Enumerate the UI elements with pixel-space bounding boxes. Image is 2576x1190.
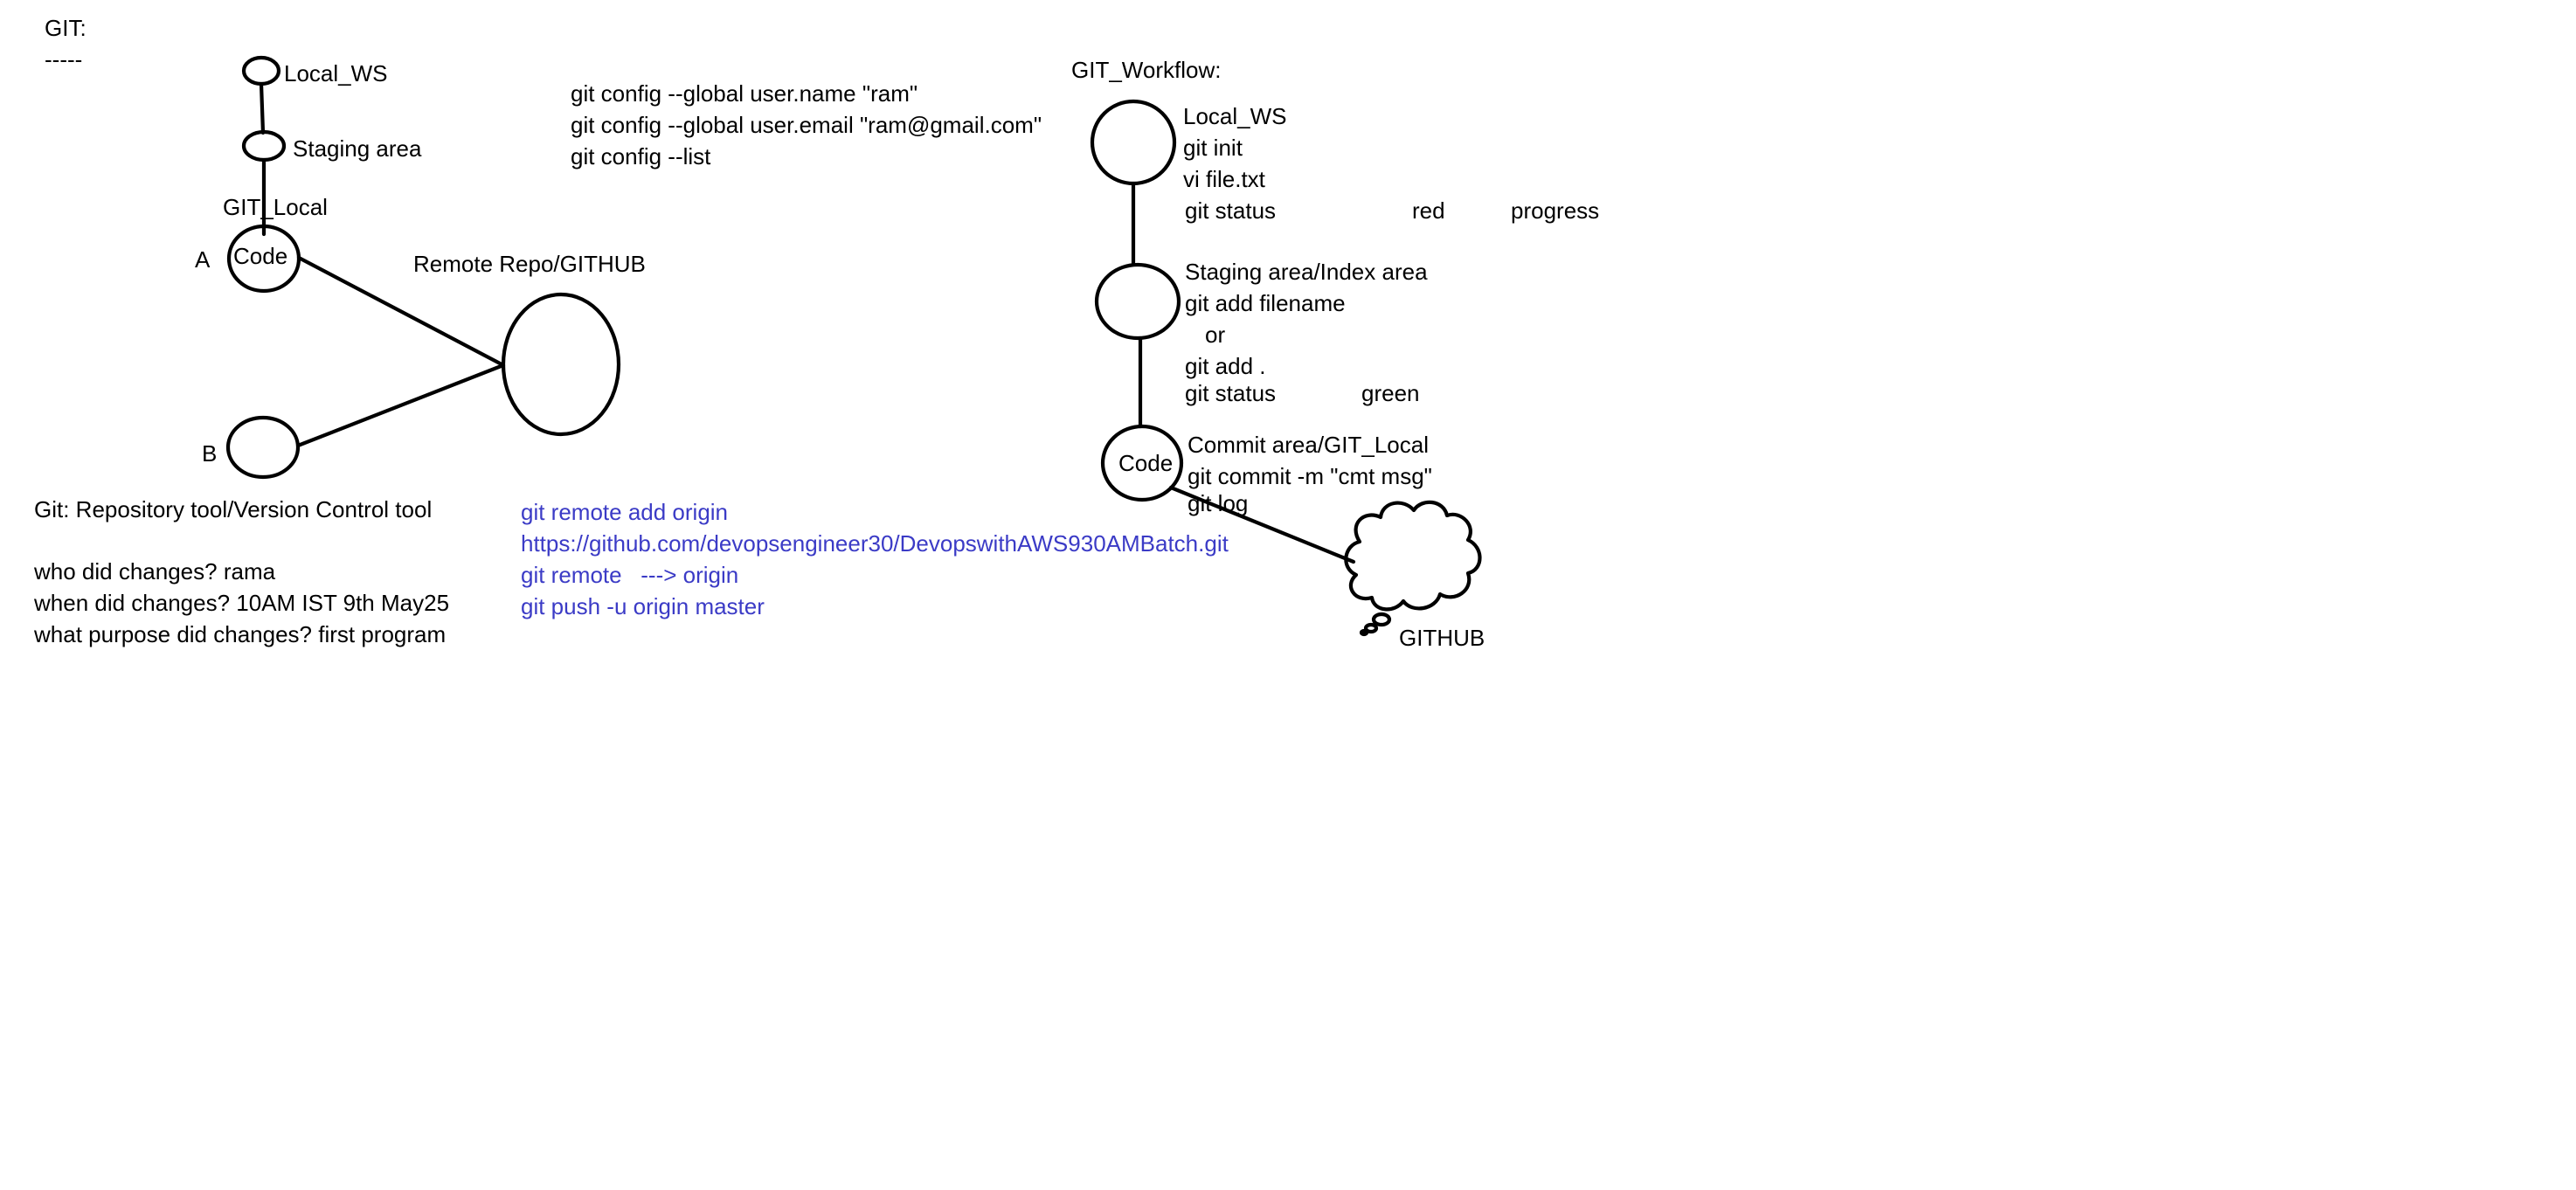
code-node-label: Code — [233, 243, 287, 269]
workflow-command: git status — [1185, 197, 1276, 224]
remote-repo-label: Remote Repo/GITHUB — [413, 251, 646, 277]
status-red-note: red — [1412, 197, 1445, 224]
workflow-command: git add filename — [1185, 290, 1346, 316]
config-line: git config --global user.name "ram" — [571, 80, 918, 107]
workflow-command: git add . — [1185, 353, 1266, 379]
config-line: git config --list — [571, 143, 711, 170]
note-line: when did changes? 10AM IST 9th May25 — [33, 590, 449, 616]
note-line: what purpose did changes? first program — [33, 621, 446, 647]
workflow-command: git status — [1185, 380, 1276, 406]
note-line: who did changes? rama — [33, 558, 276, 585]
workflow-command: git log — [1188, 490, 1248, 516]
workflow-local-ws-label: Local_WS — [1183, 103, 1287, 129]
github-label: GITHUB — [1399, 625, 1485, 651]
github-cloud-icon — [1344, 500, 1482, 612]
workflow-commit-node-label: Code — [1118, 450, 1173, 476]
git-definition: Git: Repository tool/Version Control too… — [34, 496, 432, 522]
workflow-title: GIT_Workflow: — [1071, 57, 1221, 83]
staging-node — [241, 129, 287, 163]
node-b-label: B — [202, 440, 217, 467]
remote-command-line: git remote add origin — [521, 499, 728, 525]
workflow-command: git init — [1183, 135, 1243, 161]
connector-local-staging — [259, 81, 266, 135]
workflow-command: vi file.txt — [1183, 166, 1266, 192]
connector-b-remote — [295, 363, 506, 448]
cloud-bubble-tail — [1359, 628, 1369, 637]
staging-area-label: Staging area — [293, 135, 422, 162]
remote-command-line: git remote ---> origin — [521, 562, 738, 588]
status-green-note: green — [1361, 380, 1420, 406]
local-ws-node — [241, 55, 281, 86]
cloud-bubble-tail — [1363, 622, 1379, 634]
status-progress-note: progress — [1511, 197, 1599, 224]
workflow-commit-node — [1100, 424, 1184, 502]
workflow-staging-node — [1094, 262, 1181, 341]
remote-repo-node — [501, 292, 621, 437]
remote-command-line: git push -u origin master — [521, 593, 765, 619]
connector-a-remote — [296, 255, 506, 368]
code-node-b — [225, 415, 301, 480]
node-a-label: A — [195, 246, 211, 273]
connector-commit-github — [1168, 485, 1356, 564]
workflow-command: or — [1205, 322, 1225, 348]
cloud-bubble-tail — [1371, 612, 1392, 627]
workflow-staging-label: Staging area/Index area — [1185, 259, 1428, 285]
workflow-local-ws-node — [1090, 99, 1177, 186]
page-title: GIT: — [45, 15, 87, 41]
local-ws-label: Local_WS — [284, 60, 388, 86]
title-underline: ----- — [45, 46, 82, 73]
config-line: git config --global user.email "ram@gmai… — [571, 112, 1042, 138]
workflow-command: git commit -m "cmt msg" — [1188, 463, 1432, 489]
workflow-commit-label: Commit area/GIT_Local — [1188, 432, 1429, 458]
git-local-label: GIT_Local — [223, 194, 328, 220]
remote-command-url: https://github.com/devopsengineer30/Devo… — [521, 530, 1229, 557]
